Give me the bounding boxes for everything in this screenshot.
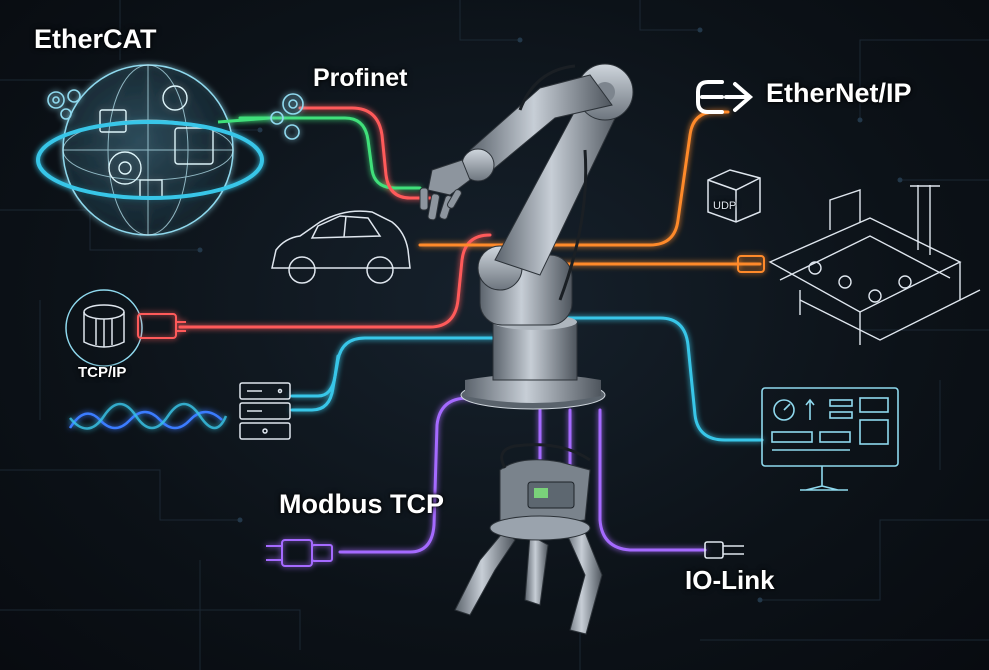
connector-plug-icon: [266, 539, 333, 567]
cable-monitor-cyan: [558, 316, 764, 442]
cable-tcpip-red: [178, 233, 492, 329]
cable-profinet-green: [238, 116, 422, 190]
server-rack-icon: [239, 382, 291, 440]
label-profinet: Profinet: [313, 64, 408, 92]
package-box-icon: [707, 169, 761, 223]
label-udp: UDP: [713, 200, 737, 212]
gripper-icon: [454, 443, 603, 635]
robot-arm-icon: [419, 63, 634, 410]
connector-plug-icon: [704, 541, 744, 559]
label-ethercat: EtherCAT: [34, 24, 157, 54]
label-modbus-tcp: Modbus TCP: [279, 489, 444, 519]
car-icon: [271, 210, 411, 284]
signal-wave-icon: [68, 402, 228, 430]
ethernet-ip-logo-icon: [696, 80, 754, 114]
cable-iolink-purple: [598, 408, 707, 552]
conveyor-machine-icon: [768, 185, 981, 345]
gear-icon: [47, 89, 304, 140]
connector-plug-icon: [137, 313, 186, 339]
label-ethernet-ip: EtherNet/IP: [766, 78, 912, 108]
network-drum-icon: [65, 289, 143, 367]
label-io-link: IO-Link: [685, 565, 775, 595]
cable-modbus-purple: [338, 396, 482, 554]
monitor-dashboard-icon: [761, 387, 899, 491]
label-tcp-ip: TCP/IP: [78, 364, 127, 381]
globe-icon: [36, 64, 271, 236]
cable-profinet-red: [298, 106, 432, 200]
